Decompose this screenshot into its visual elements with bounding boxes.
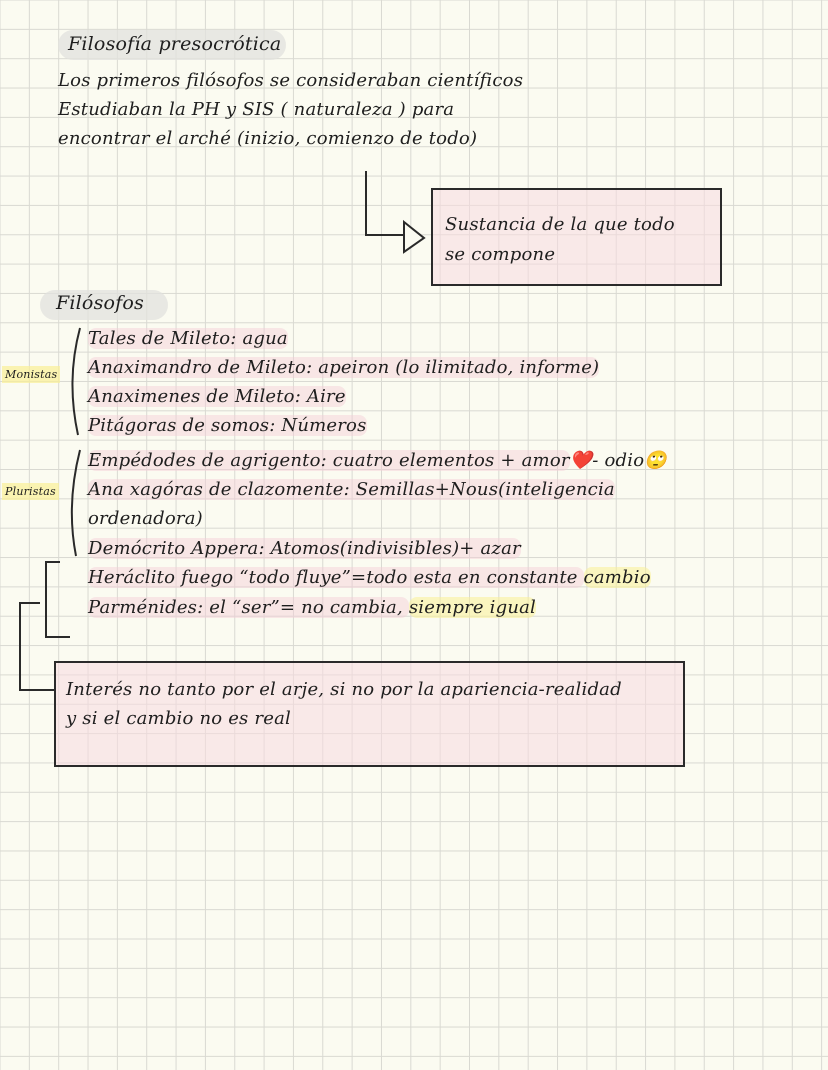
item-text: Ana xagóras de clazomente: Semillas+Nous… (88, 479, 615, 500)
intro-line-2: Estudiaban la PH y SIS ( naturaleza ) pa… (58, 99, 455, 120)
intro-line-1: Los primeros filósofos se consideraban c… (58, 66, 523, 95)
philosopher-item: Tales de Mileto: agua (88, 328, 288, 349)
philosopher-item: Ana xagóras de clazomente: Semillas+Nous… (88, 479, 615, 500)
conclusion-line-2: y si el cambio no es real (66, 708, 291, 729)
pluristas-bracket (70, 449, 81, 557)
arche-definition-box: Sustancia de la que todo se compone (431, 188, 722, 286)
arche-box-line-1: Sustancia de la que todo (445, 214, 675, 235)
highlighted-text: cambio (583, 567, 651, 588)
philosopher-item: Anaximenes de Mileto: Aire (88, 386, 346, 407)
arche-box-line-2: se compone (445, 244, 556, 265)
pluristas-label: Pluristas (2, 483, 59, 500)
philosophers-heading: Filósofos (56, 292, 144, 314)
item-text: Empédodes de agrigento: cuatro elementos… (88, 450, 570, 471)
parmenides-item: Parménides: el “ser”= no cambia, siempre… (88, 597, 537, 618)
title-highlight (58, 30, 286, 60)
page-title: Filosofía presocrótica (68, 33, 282, 55)
item-text: Pitágoras de somos: Números (88, 415, 367, 436)
conclusion-box: Interés no tanto por el arje, si no por … (54, 661, 685, 767)
item-text: Demócrito Appera: Atomos(indivisibles)+ … (88, 538, 521, 559)
arrow-head-icon (403, 219, 426, 254)
item-text: Anaximandro de Mileto: apeiron (lo ilimi… (88, 357, 600, 378)
item-text: Anaximenes de Mileto: Aire (88, 386, 346, 407)
arrow-line (365, 171, 404, 236)
philosopher-item: Empédodes de agrigento: cuatro elementos… (88, 450, 667, 471)
philosopher-item-continued: ordenadora) (88, 508, 203, 529)
monistas-bracket (71, 327, 81, 436)
highlighted-text: siempre igual (408, 597, 537, 618)
inner-bracket (45, 561, 70, 638)
item-text: Tales de Mileto: agua (88, 328, 288, 349)
outer-connector (19, 602, 55, 691)
conclusion-line-1: Interés no tanto por el arje, si no por … (66, 679, 622, 700)
heraclito-item: Heráclito fuego “todo fluye”=todo esta e… (88, 567, 651, 588)
philosopher-item: Demócrito Appera: Atomos(indivisibles)+ … (88, 538, 521, 559)
item-text: ordenadora) (88, 508, 203, 529)
monistas-label: Monistas (2, 366, 61, 383)
item-text: Parménides: el “ser”= no cambia, (88, 597, 409, 618)
item-text: - odio (592, 450, 645, 471)
philosopher-item: Anaximandro de Mileto: apeiron (lo ilimi… (88, 357, 600, 378)
heading-highlight (40, 290, 168, 320)
intro-line-3: encontrar el arché (inizio, comienzo de … (58, 128, 478, 149)
philosopher-item: Pitágoras de somos: Números (88, 415, 367, 436)
eye-roll-emoji-icon: 🙄 (644, 450, 667, 471)
item-text: Heráclito fuego “todo fluye”=todo esta e… (88, 567, 584, 588)
heart-icon: ❤️ (569, 450, 593, 471)
intro-text-1: Los primeros filósofos se consideraban c… (58, 70, 524, 91)
